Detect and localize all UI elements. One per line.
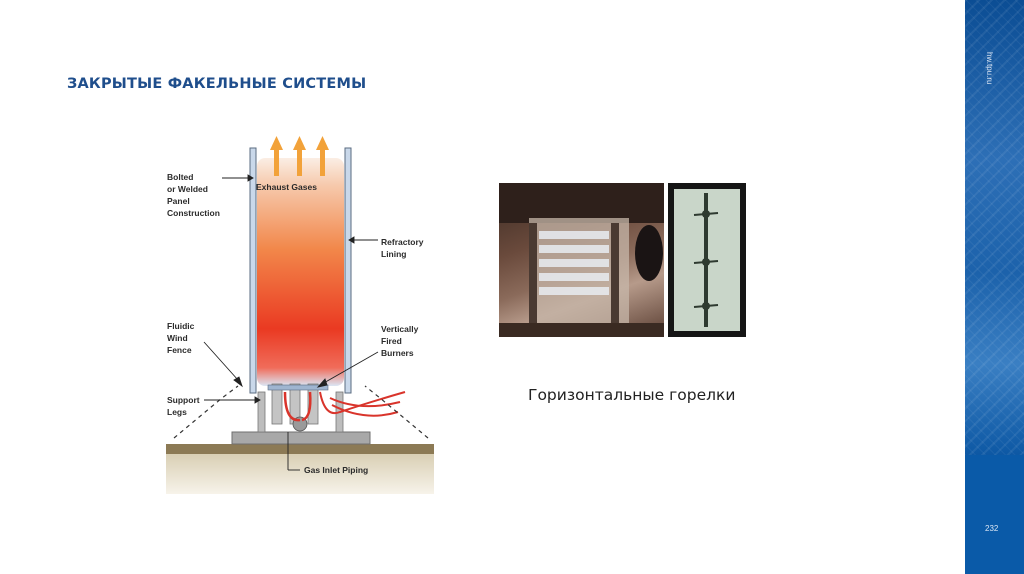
- page-number: 232: [985, 524, 999, 533]
- right-wall: [344, 147, 352, 394]
- base-plate: [231, 431, 371, 445]
- slide-title: ЗАКРЫТЫЕ ФАКЕЛЬНЫЕ СИСТЕМЫ: [67, 76, 367, 92]
- flare-illustration: [166, 136, 434, 494]
- label-support-legs: Support Legs: [167, 395, 200, 417]
- airflow-line-4: [329, 397, 401, 408]
- photo-right-art: [674, 189, 740, 331]
- sidebar-lower: [965, 455, 1024, 574]
- airflow-line-1: [283, 391, 301, 422]
- label-gas-inlet-piping: Gas Inlet Piping: [304, 465, 369, 475]
- label-refractory-lining: Refractory Lining: [381, 237, 424, 259]
- left-wall: [249, 147, 257, 394]
- sidebar-pattern: [965, 0, 1024, 455]
- ground-fill: [166, 454, 434, 494]
- horizontal-burners-photo-left: [499, 183, 664, 337]
- support-leg-left: [257, 391, 266, 433]
- site-url: hw.tpu.ru: [985, 52, 994, 85]
- airflow-line-3: [319, 391, 406, 414]
- ground-layer: [166, 444, 434, 454]
- wind-fence-left: [173, 385, 239, 439]
- burner-1: [271, 383, 283, 425]
- wind-fence-right: [364, 385, 429, 439]
- photo-caption: Горизонтальные горелки: [528, 386, 736, 404]
- label-exhaust-gases: Exhaust Gases: [256, 182, 317, 192]
- horizontal-burners-photo-right: [668, 183, 746, 337]
- burner-3: [307, 383, 319, 425]
- photo-left-art: [499, 183, 664, 337]
- label-fluidic-wind-fence: Fluidic Wind Fence: [167, 321, 195, 355]
- label-bolted-panel: Bolted or Welded Panel Construction: [167, 172, 220, 218]
- flame-column: [257, 158, 344, 386]
- exhaust-arrows: [270, 136, 329, 176]
- label-vertically-fired-burners: Vertically Fired Burners: [381, 324, 419, 358]
- enclosed-flare-diagram: Exhaust Gases Bolted or Welded Panel Con…: [160, 130, 450, 495]
- decorative-sidebar: [965, 0, 1024, 574]
- airflow-line-2: [301, 391, 312, 422]
- burner-manifold: [267, 384, 329, 391]
- airflow-line-5: [331, 404, 399, 417]
